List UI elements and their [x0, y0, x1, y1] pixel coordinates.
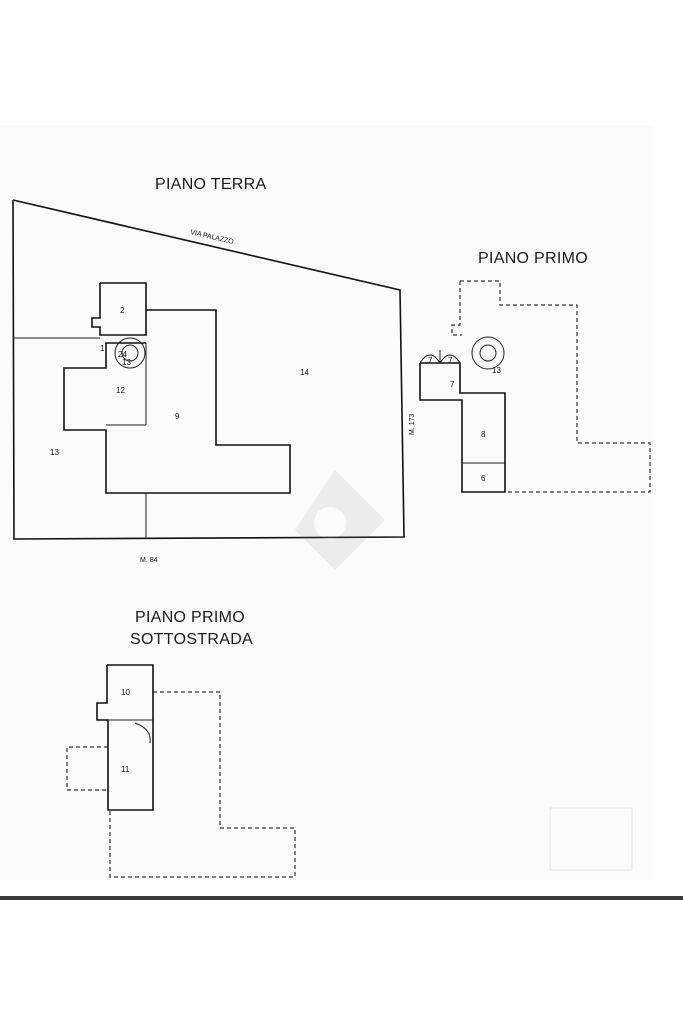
spiral-stair-icon	[114, 337, 146, 369]
bottom-divider	[0, 896, 683, 900]
parcel-m84-label: M. 84	[140, 557, 158, 564]
first-floor-building-outline	[419, 362, 506, 493]
room-2-outline	[91, 282, 147, 336]
spiral-stair-icon	[121, 344, 139, 362]
basement-stair-icon	[134, 722, 151, 744]
room-13-yard-label: 13	[50, 448, 59, 457]
room-7c-label: 7	[450, 380, 455, 389]
floor-plan-drawing: PIANO TERRA VIA PALAZZO 2 12 9 1 24 13 1…	[12, 176, 651, 878]
room-24-label: 24	[118, 350, 127, 359]
room-7a-label: 7	[428, 356, 433, 365]
watermark-logo-icon	[295, 470, 385, 570]
parcel-m173-label: M. 173	[409, 413, 416, 435]
room-7b-label: 7	[448, 356, 453, 365]
title-piano-terra: PIANO TERRA	[155, 176, 266, 193]
basement-terrace-outline	[109, 691, 296, 878]
scan-artifact	[549, 807, 633, 871]
title-sottostrada-line1: PIANO PRIMO	[135, 609, 245, 626]
room-1-label: 1	[100, 344, 105, 353]
room-12-label: 12	[116, 386, 125, 395]
room-9-outline	[63, 309, 291, 494]
room-2-label: 2	[120, 306, 125, 315]
room-13-label: 13	[122, 358, 131, 367]
spiral-stair-icon	[479, 344, 497, 362]
floor-plan-sheet: PIANO TERRA VIA PALAZZO 2 12 9 1 24 13 1…	[0, 125, 653, 880]
street-label: VIA PALAZZO	[190, 229, 235, 246]
first-floor-terrace-outline	[451, 281, 462, 336]
room-14-label: 14	[300, 368, 309, 377]
first-floor-bay-windows	[419, 354, 461, 364]
lot-boundary	[12, 199, 405, 540]
room-8-label: 8	[481, 430, 486, 439]
room-9-label: 9	[175, 412, 180, 421]
room-11-label: 11	[121, 765, 130, 774]
spiral-stair-icon	[471, 336, 505, 370]
room-10-label: 10	[121, 688, 130, 697]
title-sottostrada-line2: SOTTOSTRADA	[130, 631, 253, 648]
first-floor-terrace-outline	[460, 280, 651, 493]
room-13-first-label: 13	[492, 366, 501, 375]
title-piano-primo: PIANO PRIMO	[478, 250, 588, 267]
room-6-label: 6	[481, 474, 486, 483]
basement-building-outline	[96, 664, 154, 811]
basement-annex-outline	[66, 746, 108, 791]
